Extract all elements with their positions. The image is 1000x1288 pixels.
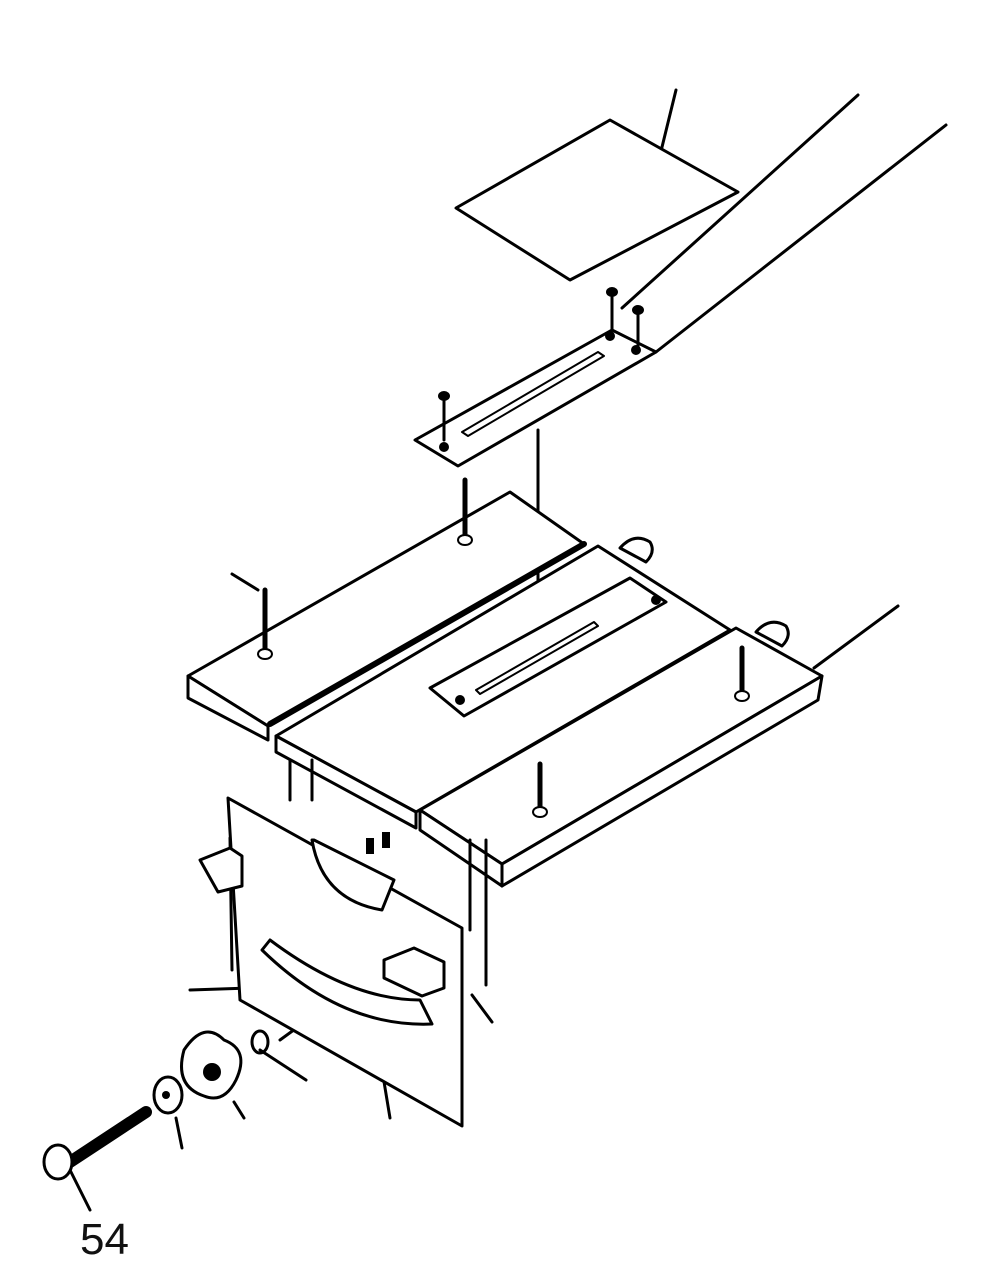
table-top [186, 490, 824, 888]
leader-lines [68, 88, 948, 1212]
insert-plate [454, 118, 740, 282]
part-number-label: 54 [80, 1215, 129, 1264]
table-screws [257, 477, 750, 818]
throat-plate [413, 328, 658, 468]
fastener-stack [42, 1029, 270, 1181]
tilt-bracket [198, 758, 488, 1128]
